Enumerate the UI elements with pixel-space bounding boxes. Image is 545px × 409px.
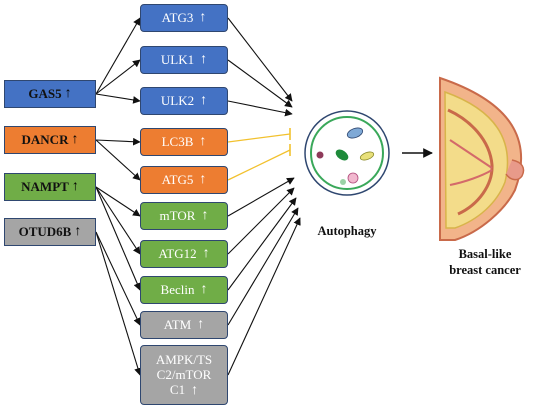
target-ampk-line-3: C1 [169, 382, 186, 397]
up-arrow-icon: ↑ [199, 134, 207, 149]
regulation-arrow [95, 17, 141, 95]
regulator-otud6b-label: OTUD6B [18, 224, 72, 239]
target-atg5-label: ATG5 [161, 172, 194, 187]
target-mtor-label: mTOR [159, 208, 196, 223]
inhibition-connector [227, 149, 291, 181]
target-ulk2-label: ULK2 [160, 93, 195, 108]
up-arrow-icon: ↑ [71, 179, 79, 194]
target-to-autophagy-arrow [227, 177, 295, 217]
target-beclin-box: Beclin ↑ [140, 276, 228, 304]
regulation-arrow [95, 186, 141, 255]
target-to-autophagy-arrow [227, 17, 293, 102]
outcome-label-line-1: Basal-like [458, 247, 512, 261]
up-arrow-icon: ↑ [200, 93, 208, 108]
target-atg12-box: ATG12 ↑ [140, 240, 228, 268]
up-arrow-icon: ↑ [199, 10, 207, 25]
regulator-dancr-label: DANCR [21, 132, 69, 147]
target-ulk1-box: ULK1 ↑ [140, 46, 228, 74]
target-atg5-box: ATG5 ↑ [140, 166, 228, 194]
regulator-gas5-box: GAS5↑ [4, 80, 96, 108]
target-ulk1-label: ULK1 [160, 52, 195, 67]
target-to-autophagy-arrow [227, 100, 293, 117]
regulation-arrow [95, 137, 141, 146]
up-arrow-icon: ↑ [200, 282, 208, 297]
regulation-arrow [95, 59, 141, 95]
inhibition-connector [227, 133, 291, 143]
outcome-label: Basal-like breast cancer [430, 246, 540, 278]
autophagy-cell-icon [304, 110, 390, 196]
target-ulk2-box: ULK2 ↑ [140, 87, 228, 115]
regulation-arrow [95, 231, 142, 376]
target-to-autophagy-arrow [227, 187, 295, 255]
target-atm-label: ATM [163, 317, 192, 332]
target-atm-box: ATM ↑ [140, 311, 228, 339]
target-lc3b-box: LC3B ↑ [140, 128, 228, 156]
target-ampk-tsc2-mtorc1-box: AMPK/TS C2/mTOR C1 ↑ [140, 345, 228, 405]
target-beclin-label: Beclin [160, 282, 195, 297]
target-atg3-label: ATG3 [161, 10, 194, 25]
target-mtor-box: mTOR ↑ [140, 202, 228, 230]
target-atg3-box: ATG3 ↑ [140, 4, 228, 32]
target-ampk-line-2: C2/mTOR [156, 367, 212, 382]
target-ampk-line-1: AMPK/TS [155, 352, 213, 367]
regulation-arrow [95, 93, 141, 104]
up-arrow-icon: ↑ [199, 172, 207, 187]
autophagy-label: Autophagy [317, 224, 377, 238]
up-arrow-icon: ↑ [201, 208, 209, 223]
up-arrow-icon: ↑ [71, 132, 79, 147]
up-arrow-icon: ↑ [197, 317, 205, 332]
regulation-arrow [95, 139, 141, 181]
breast-illustration [439, 76, 525, 241]
regulation-arrow [95, 186, 141, 217]
regulator-dancr-box: DANCR↑ [4, 126, 96, 154]
outcome-label-line-2: breast cancer [449, 263, 521, 277]
target-to-autophagy-arrow [227, 207, 299, 326]
regulator-otud6b-box: OTUD6B↑ [4, 218, 96, 246]
target-to-autophagy-arrow [227, 217, 301, 376]
regulation-arrow [95, 231, 141, 326]
up-arrow-icon: ↑ [202, 246, 210, 261]
target-to-autophagy-arrow [227, 59, 293, 108]
target-atg12-label: ATG12 [158, 246, 197, 261]
regulator-nampt-label: NAMPT [21, 179, 69, 194]
target-lc3b-label: LC3B [161, 134, 194, 149]
regulation-arrow [95, 186, 141, 291]
up-arrow-icon: ↑ [200, 52, 208, 67]
up-arrow-icon: ↑ [191, 383, 199, 398]
target-to-autophagy-arrow [227, 197, 297, 291]
regulator-nampt-box: NAMPT↑ [4, 173, 96, 201]
up-arrow-icon: ↑ [74, 224, 82, 239]
up-arrow-icon: ↑ [64, 86, 72, 101]
regulator-gas5-label: GAS5 [28, 86, 62, 101]
